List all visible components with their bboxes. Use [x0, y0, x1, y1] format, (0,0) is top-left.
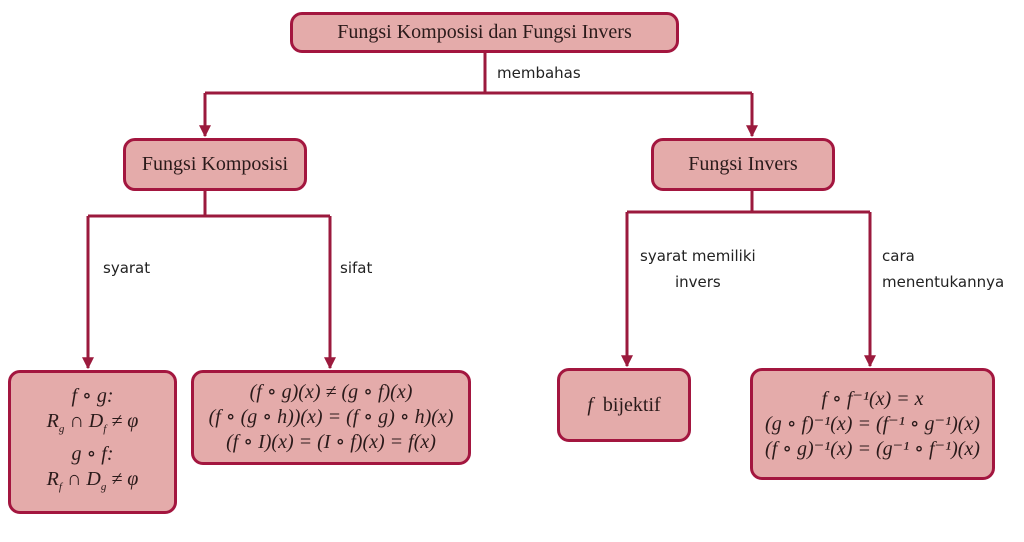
formula-line: (f ∘ g)(x) ≠ (g ∘ f)(x) — [249, 381, 413, 403]
sifat-node: (f ∘ g)(x) ≠ (g ∘ f)(x) (f ∘ (g ∘ h))(x)… — [191, 370, 471, 465]
formula-part: bijektif — [602, 393, 661, 416]
formula-line: f bijektif — [587, 393, 660, 418]
formula-line: g ∘ f: — [71, 443, 114, 465]
formula-line: (f ∘ g)⁻¹(x) = (g⁻¹ ∘ f⁻¹)(x) — [765, 437, 980, 460]
connector-root — [205, 52, 752, 95]
edge-label-syarat-invers: syarat memiliki invers — [640, 243, 756, 295]
subscript: f — [103, 423, 107, 435]
edge-label-syarat: syarat — [103, 259, 151, 277]
connector-invers — [627, 190, 870, 214]
label-line: cara — [882, 247, 915, 265]
formula-line: (g ∘ f)⁻¹(x) = (f⁻¹ ∘ g⁻¹)(x) — [765, 412, 980, 435]
formula-part: R — [46, 468, 59, 490]
formula-line: (f ∘ (g ∘ h))(x) = (f ∘ g) ∘ h)(x) — [208, 406, 454, 428]
root-node: Fungsi Komposisi dan Fungsi Invers — [290, 12, 679, 53]
label-line: menentukannya — [882, 273, 1005, 291]
subscript: f — [58, 481, 62, 493]
invers-title: Fungsi Invers — [688, 153, 798, 175]
invers-node: Fungsi Invers — [651, 138, 835, 191]
formula-part: ≠ φ — [106, 410, 139, 432]
syarat-komposisi-node: f ∘ g: Rg ∩ Df ≠ φ g ∘ f: Rf ∩ Dg ≠ φ — [8, 370, 177, 514]
label-line: syarat memiliki — [640, 247, 756, 265]
subscript: g — [100, 481, 107, 493]
formula-part: R — [46, 410, 59, 432]
komposisi-title: Fungsi Komposisi — [141, 153, 289, 175]
formula-line: f ∘ f⁻¹(x) = x — [821, 387, 924, 410]
connector-komposisi — [88, 190, 330, 218]
formula-part: ≠ φ — [106, 468, 139, 490]
root-title: Fungsi Komposisi dan Fungsi Invers — [337, 21, 632, 43]
edge-label-cara: cara menentukannya — [882, 243, 1004, 295]
formula-line: (f ∘ I)(x) = (I ∘ f)(x) = f(x) — [226, 431, 436, 453]
formula-part: f — [587, 393, 593, 416]
bijektif-node: f bijektif — [557, 368, 691, 442]
formula-line: Rg ∩ Df ≠ φ — [47, 409, 139, 442]
komposisi-node: Fungsi Komposisi — [123, 138, 307, 191]
subscript: g — [58, 423, 65, 435]
formula-part: ∩ D — [64, 410, 104, 432]
label-line: invers — [674, 273, 721, 291]
cara-node: f ∘ f⁻¹(x) = x (g ∘ f)⁻¹(x) = (f⁻¹ ∘ g⁻¹… — [750, 368, 995, 480]
edge-label-membahas: membahas — [497, 64, 581, 82]
formula-part: ∩ D — [61, 468, 101, 490]
formula-line: f ∘ g: — [71, 385, 114, 407]
edge-label-sifat: sifat — [340, 259, 373, 277]
formula-line: Rf ∩ Dg ≠ φ — [47, 467, 139, 500]
